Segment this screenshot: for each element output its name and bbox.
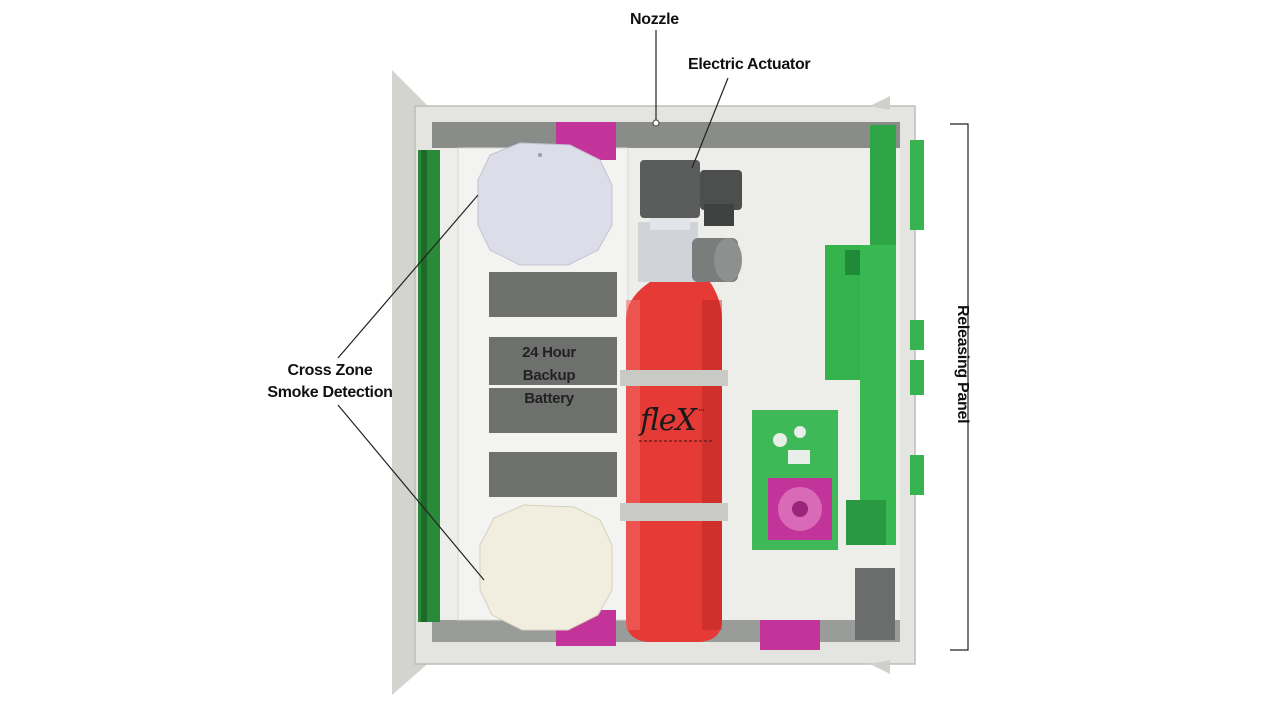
psu-fan-hub xyxy=(792,501,808,517)
left-pcb-strip xyxy=(418,150,440,622)
cabinet-top-rail xyxy=(432,122,900,148)
releasing-panel-bracket xyxy=(950,123,969,651)
psu-component xyxy=(788,450,810,464)
left-pcb-edge xyxy=(421,150,427,622)
electric-actuator-label: Electric Actuator xyxy=(688,56,811,73)
edge-connector-1 xyxy=(910,140,924,230)
strap-top xyxy=(620,370,728,386)
pcb-lower-block xyxy=(846,500,886,545)
cross-zone-label-line1: Cross Zone xyxy=(287,362,373,379)
electric-actuator xyxy=(640,160,742,226)
battery-label-line1: 24 Hour xyxy=(522,344,576,361)
smoke-callout-bottom xyxy=(337,404,485,581)
cabinet-bottom-corner xyxy=(870,660,890,674)
transformer-block xyxy=(855,568,895,640)
edge-connector-3 xyxy=(910,360,924,395)
actuator-connector xyxy=(700,170,742,210)
smoke-detector-bottom xyxy=(479,504,613,631)
brand-logo-text: fleX xyxy=(640,403,697,438)
actuator-callout xyxy=(691,77,729,169)
detector-top-screw xyxy=(538,153,542,157)
battery-label-line3: Battery xyxy=(524,390,574,407)
strap-bottom xyxy=(620,503,728,521)
smoke-callout-top xyxy=(337,194,479,359)
nozzle-label: Nozzle xyxy=(630,11,679,28)
cabinet-top-corner xyxy=(870,96,890,110)
psu-cap-2 xyxy=(794,426,806,438)
actuator-body xyxy=(640,160,700,218)
valve-body xyxy=(638,222,698,282)
actuator-plug xyxy=(704,204,734,226)
power-supply-board xyxy=(752,410,838,550)
cylinder-highlight xyxy=(626,300,640,630)
smoke-detector-top xyxy=(477,142,613,266)
nozzle-tip xyxy=(652,119,660,127)
cross-zone-label: Cross Zone Smoke Detection xyxy=(250,360,410,404)
edge-connector-4 xyxy=(910,455,924,495)
cylinder-shadow xyxy=(702,300,722,630)
battery-pack xyxy=(489,272,617,497)
brand-trademark: ™ xyxy=(697,408,705,416)
callout-lines xyxy=(337,30,969,651)
battery-block-3 xyxy=(489,388,617,433)
releasing-panel-label: Releasing Panel xyxy=(954,305,971,424)
battery-block-2 xyxy=(489,337,617,385)
battery-label-line2: Backup xyxy=(522,367,576,384)
edge-connector-2 xyxy=(910,320,924,350)
psu-cap-1 xyxy=(773,433,787,447)
cross-zone-label-line2: Smoke Detection xyxy=(267,384,393,401)
pcb-terminal-strip-top xyxy=(870,125,896,245)
releasing-panel-board xyxy=(825,125,924,545)
clip-bottom-right xyxy=(760,620,820,650)
battery-block-1 xyxy=(489,272,617,317)
detector-top-body xyxy=(477,142,613,266)
detector-bottom-body xyxy=(479,504,613,631)
battery-block-4 xyxy=(489,452,617,497)
battery-label: 24 Hour Backup Battery xyxy=(504,341,594,410)
valve-port-end xyxy=(714,238,742,282)
pcb-terminal-strip xyxy=(860,245,896,545)
